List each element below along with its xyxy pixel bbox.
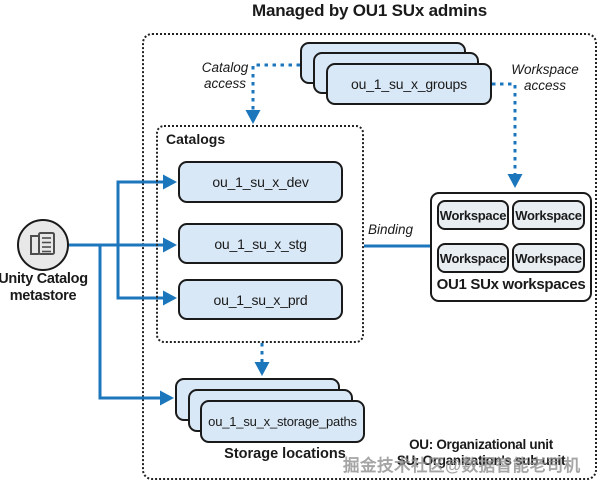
- workspace-node: Workspace: [437, 200, 509, 230]
- metastore-circle: [17, 219, 69, 271]
- metastore-label: Unity Catalog metastore: [0, 271, 88, 304]
- catalogs-group-box: [156, 125, 364, 343]
- catalog-node-stg: ou_1_su_x_stg: [178, 223, 343, 264]
- catalogs-group-title: Catalogs: [166, 131, 226, 147]
- groups-node: ou_1_su_x_groups: [326, 63, 492, 105]
- legend-ou-line: OU: Organizational unit: [409, 437, 553, 452]
- catalog-node-prd-label: ou_1_su_x_prd: [213, 291, 308, 308]
- binding-label: Binding: [368, 222, 414, 237]
- catalog-metastore-icon: [30, 232, 55, 255]
- workspace-access-label: Workspace access: [511, 62, 579, 93]
- catalog-node-dev: ou_1_su_x_dev: [178, 161, 343, 203]
- workspace-node: Workspace: [512, 243, 585, 273]
- diagram-title: Managed by OU1 SUx admins: [252, 1, 487, 20]
- legend-su-line: SU: Organization's sub unit: [396, 453, 566, 468]
- storage-node-label: ou_1_su_x_storage_paths: [208, 414, 357, 429]
- catalog-access-label: Catalog access: [201, 60, 249, 91]
- storage-node: ou_1_su_x_storage_paths: [200, 400, 365, 443]
- catalog-node-prd: ou_1_su_x_prd: [178, 279, 343, 320]
- workspace-node: Workspace: [437, 243, 509, 273]
- legend: OU: Organizational unit SU: Organization…: [383, 437, 579, 469]
- workspaces-title: OU1 SUx workspaces: [436, 276, 586, 293]
- storage-caption: Storage locations: [224, 446, 346, 462]
- catalog-node-stg-label: ou_1_su_x_stg: [214, 235, 307, 252]
- groups-node-label: ou_1_su_x_groups: [351, 76, 467, 92]
- watermark-text: 掘金技术社区@数据智能老司机: [343, 457, 581, 475]
- workspace-node: Workspace: [512, 200, 585, 230]
- catalog-node-dev-label: ou_1_su_x_dev: [212, 174, 309, 190]
